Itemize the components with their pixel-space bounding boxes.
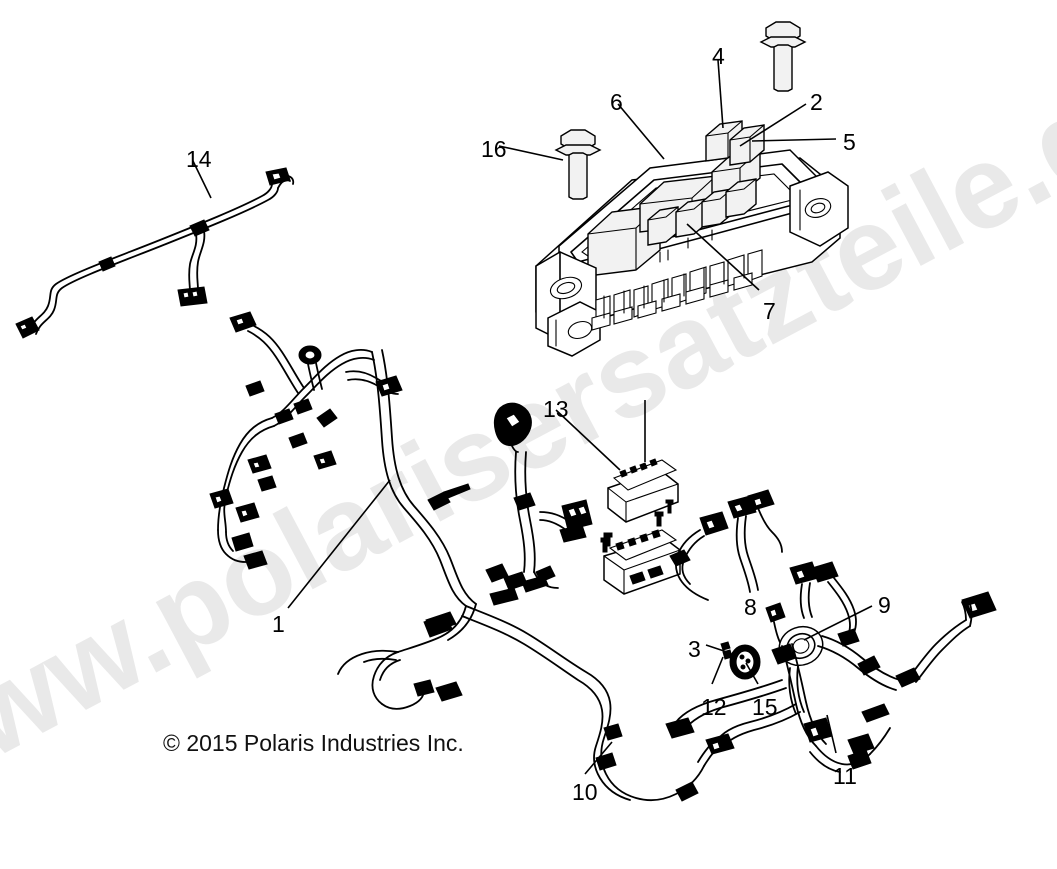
part-lower-left-wire bbox=[337, 611, 463, 702]
callout-8: 8 bbox=[744, 594, 757, 620]
part-main-wire-harness bbox=[209, 311, 556, 710]
part-centre-branch bbox=[493, 402, 593, 589]
callout-9: 9 bbox=[878, 592, 891, 618]
callout-15: 15 bbox=[752, 694, 778, 720]
copyright-notice: © 2015 Polaris Industries Inc. bbox=[163, 730, 464, 756]
part-rear-harness bbox=[461, 605, 725, 802]
part-fuse-relay-block bbox=[535, 120, 849, 357]
callout-1: 1 bbox=[272, 611, 285, 637]
part-jumper-harness bbox=[15, 167, 295, 339]
callout-11: 11 bbox=[833, 763, 857, 789]
callout-4: 4 bbox=[712, 43, 725, 69]
callout-2: 2 bbox=[810, 89, 823, 115]
callout-13: 13 bbox=[543, 396, 569, 422]
part-connector-module bbox=[600, 458, 681, 595]
callout-6: 6 bbox=[610, 89, 623, 115]
part-flange-bolt-left bbox=[554, 129, 602, 200]
callout-3: 3 bbox=[688, 636, 701, 662]
callout-5: 5 bbox=[843, 129, 856, 155]
callout-16: 16 bbox=[481, 136, 507, 162]
callout-12: 12 bbox=[701, 694, 727, 720]
part-right-harness-cluster bbox=[665, 489, 997, 773]
part-flange-bolt-top bbox=[759, 21, 807, 92]
callout-7: 7 bbox=[763, 298, 776, 324]
leader-lines bbox=[192, 59, 873, 775]
callout-14: 14 bbox=[186, 146, 212, 172]
callout-10: 10 bbox=[572, 779, 598, 805]
